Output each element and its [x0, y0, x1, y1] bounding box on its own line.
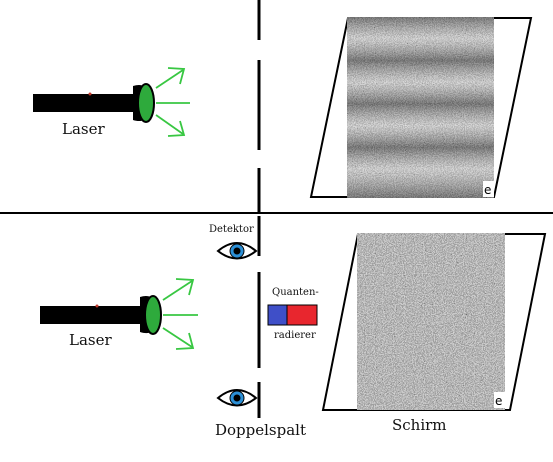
bottom-screen: e: [321, 233, 547, 411]
pattern-corner-glyph: e: [495, 394, 502, 408]
ray-down: [155, 114, 184, 135]
top-laser: [33, 83, 155, 123]
laser-lens: [137, 83, 155, 123]
detector-label: Detektor: [209, 224, 254, 235]
detector-eye-bottom: [216, 389, 258, 407]
eraser-blue-half: [267, 304, 288, 326]
screen-label: Schirm: [392, 416, 447, 434]
bottom-laser: [40, 295, 162, 335]
eraser-label-line2: radierer: [274, 330, 316, 341]
ray-up-arrowhead: [175, 278, 195, 296]
ray-down-arrowhead: [175, 332, 195, 350]
laser-dot: [95, 304, 99, 308]
bottom-light-rays: [162, 278, 198, 350]
pattern-corner-glyph: e: [484, 183, 491, 197]
interference-bands: [347, 17, 494, 198]
ray-down-arrowhead: [167, 120, 186, 137]
laser-dot: [88, 92, 92, 96]
detector-eye-top: [216, 242, 258, 260]
pattern-corner-mark: [483, 181, 494, 197]
ray-up-arrowhead: [167, 67, 186, 85]
pattern-corner-mark: [494, 392, 505, 408]
ray-up: [162, 280, 193, 301]
laser-body: [40, 306, 140, 324]
laser-lens: [144, 295, 162, 335]
laser-body: [33, 94, 133, 112]
top-light-rays: [155, 67, 190, 137]
top-screen: e: [309, 17, 533, 198]
ray-up: [155, 69, 184, 89]
ray-down: [162, 327, 193, 348]
eraser-label-line1: Quanten-: [272, 287, 319, 298]
double-slit-label: Doppelspalt: [215, 421, 307, 439]
eraser-red-half: [286, 304, 318, 326]
quantum-eraser: [267, 304, 318, 326]
eye-pupil: [233, 247, 241, 255]
bottom-laser-label: Laser: [69, 331, 112, 349]
interference-pattern: [357, 233, 505, 410]
top-laser-label: Laser: [62, 120, 105, 138]
eye-pupil: [233, 394, 241, 402]
